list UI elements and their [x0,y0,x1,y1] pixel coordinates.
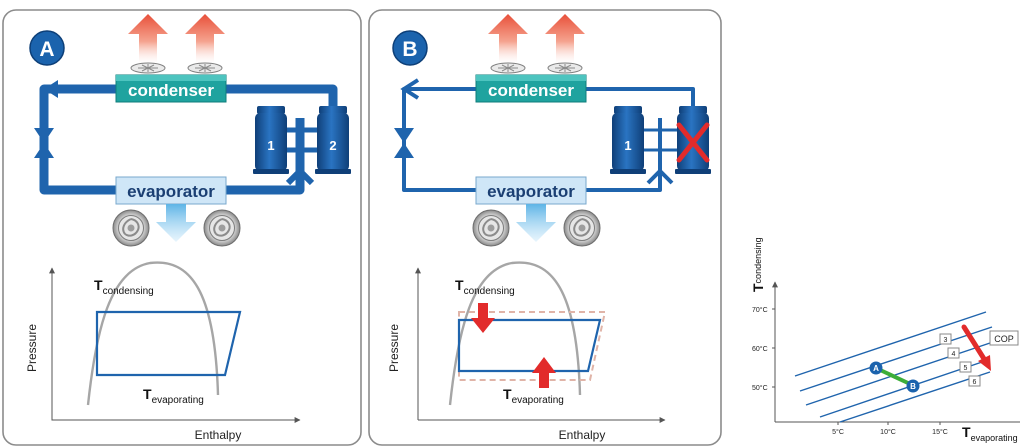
compressor-2: 2 [315,106,351,174]
point-a: A [869,361,883,375]
panel-b-badge: B [392,30,428,66]
cop-chart: Tcondensing 70°C 60°C 50°C 5°C 10°C 15°C… [750,237,1020,443]
svg-text:B: B [910,382,916,391]
ph-chart-b: Pressure Enthalpy Tcondensing Tevaporati… [387,261,666,442]
cop-line-label-5: 5 [959,361,972,373]
condenser-label: condenser [488,81,574,100]
evaporator-unit: evaporator [475,176,587,205]
expansion-valve-icon [34,128,54,158]
evaporator-label: evaporator [127,182,215,201]
flow-arrow-icon [44,80,58,98]
svg-text:B: B [402,38,417,61]
disabled-cross-icon [676,122,710,163]
pressure-axis-label: Pressure [25,324,39,372]
cop-label-box: COP [989,330,1019,346]
evaporator-fan-icon [203,209,241,247]
t-condensing-label: Tcondensing [455,277,515,297]
x-tick-label: 10°C [880,428,896,436]
cop-line-label-4: 4 [947,347,960,359]
y-tick-label: 50°C [752,384,768,392]
enthalpy-axis-label: Enthalpy [559,428,606,442]
y-ticks [772,308,775,388]
ph-chart-a: Pressure Enthalpy Tcondensing Tevaporati… [25,261,301,442]
down-arrow-icon [471,303,495,333]
svg-text:3: 3 [944,337,948,344]
condenser-fan-icon [547,62,583,74]
condenser-fan-icon [490,62,526,74]
condenser-fan-icon [187,62,223,74]
up-arrow-icon [532,357,556,388]
svg-text:COP: COP [994,334,1014,344]
svg-text:6: 6 [973,379,977,386]
cop-increase-arrow-icon [961,324,989,365]
enthalpy-axis-label: Enthalpy [195,428,242,442]
condenser-fan-icon [130,62,166,74]
reduced-cycle [457,318,602,373]
compressor-1-label: 1 [267,138,274,153]
condenser-label: condenser [128,81,214,100]
svg-text:A: A [39,38,54,61]
flow-arrow-icon [285,166,315,186]
evaporator-label: evaporator [487,182,575,201]
x-axis-label: Tevaporating [962,424,1018,443]
x-tick-label: 15°C [932,428,948,436]
original-cycle-dashed [458,311,607,381]
evaporator-unit: evaporator [115,176,227,205]
t-condensing-label: Tcondensing [94,277,154,297]
panel-b: condenser evaporator 1 B [368,9,722,446]
cool-air-arrow-icon [156,204,196,242]
cop-arrowhead-icon [978,355,991,371]
svg-text:4: 4 [952,351,956,358]
compressor-2-label: 2 [329,138,336,153]
compressor-1-label: 1 [624,138,631,153]
panel-a: condenser evaporator 1 2 A [2,9,362,446]
cop-line-label-6: 6 [968,375,981,387]
evaporator-fan-icon [472,209,510,247]
compressor-1: 1 [253,106,289,174]
cop-line-label-3: 3 [939,333,952,345]
evaporator-fan-icon [112,209,150,247]
refrigeration-cycle [95,310,242,377]
pressure-axis-label: Pressure [387,324,401,372]
y-axis-label: Tcondensing [750,237,766,292]
panel-a-badge: A [29,30,65,66]
svg-text:A: A [873,364,879,373]
y-tick-label: 60°C [752,345,768,353]
svg-text:5: 5 [964,365,968,372]
x-tick-label: 5°C [832,428,844,436]
flow-arrow-icon [400,78,420,100]
evaporator-fan-icon [563,209,601,247]
flow-arrow-icon [646,168,674,185]
y-tick-label: 70°C [752,306,768,314]
operating-shift-arrow-icon [877,367,909,385]
cool-air-arrow-icon [516,204,556,242]
expansion-valve-icon [394,128,414,158]
condenser-unit: condenser [115,74,227,103]
x-ticks [837,422,941,425]
t-evaporating-label: Tevaporating [503,386,564,406]
condenser-unit: condenser [475,74,587,103]
compressor-1: 1 [610,106,646,174]
compressor-2-disabled [675,106,711,174]
t-evaporating-label: Tevaporating [143,386,204,406]
point-b: B [906,379,920,393]
